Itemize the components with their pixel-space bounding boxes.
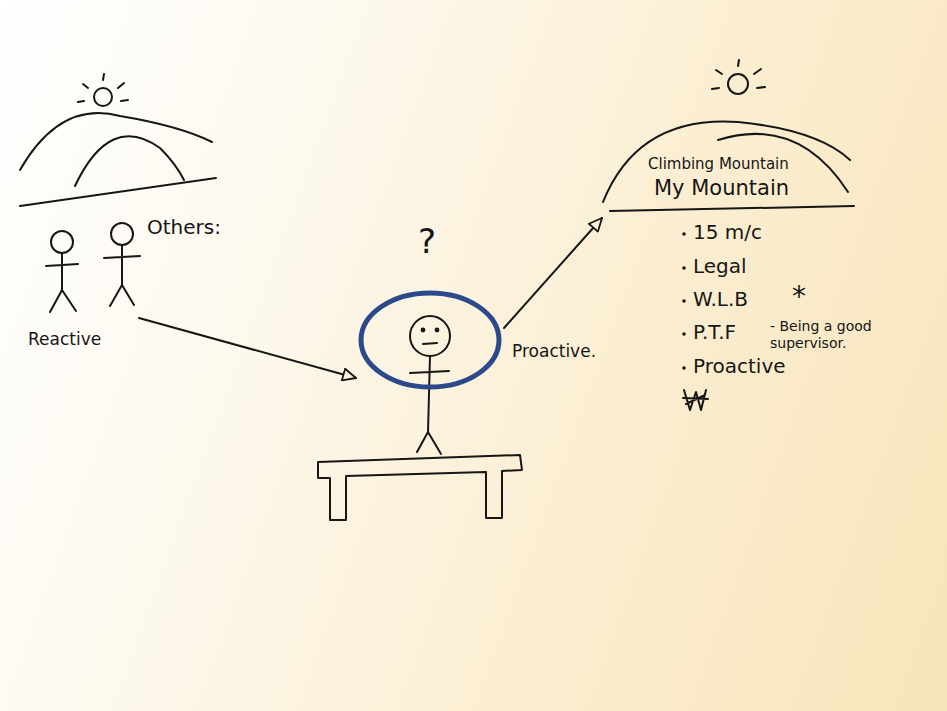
hill-outline (20, 113, 212, 170)
bullet-dot (682, 299, 686, 303)
sun-rays (78, 74, 128, 102)
list-note: - Being a good supervisor. (770, 318, 920, 352)
node-text: My Mountain (654, 176, 789, 200)
arrow-connector (504, 218, 602, 328)
ground-line (610, 206, 854, 211)
bullet-dot (682, 366, 686, 370)
ground-line (20, 178, 216, 206)
scribble (683, 390, 708, 410)
sun-rays (712, 60, 765, 89)
bullet-dot (682, 266, 686, 270)
mountain-outline (603, 121, 850, 202)
mountain-goal: Climbing Mountain My Mountain (598, 110, 860, 214)
bullet-dot (682, 232, 686, 236)
edge-label: Proactive. (512, 342, 596, 362)
list-item: 15 m/c (693, 220, 762, 244)
eye (436, 329, 439, 332)
sun (728, 74, 748, 94)
list-item: Legal (693, 254, 747, 278)
highlight-ellipse (358, 290, 502, 390)
node-text: ? (418, 222, 436, 261)
hill-outline (75, 136, 184, 186)
eye (422, 329, 425, 332)
arrow-connector (139, 318, 356, 378)
node-text: Climbing Mountain (648, 156, 789, 173)
node-text: Others: (147, 216, 221, 239)
highlight-ellipse (361, 293, 499, 387)
others-group: Others: (35, 212, 235, 316)
list-item: Proactive (693, 354, 786, 378)
bullet-dot (682, 332, 686, 336)
table (318, 455, 522, 520)
list-item: W.L.B (693, 287, 748, 311)
list-item: P.T.F (693, 320, 736, 344)
self-figure-circle: ? (358, 290, 502, 390)
stick-figure (46, 231, 78, 312)
edge-label: Reactive (28, 330, 101, 350)
stick-figure (104, 223, 140, 306)
star-mark: * (792, 280, 806, 314)
sun (94, 88, 112, 106)
